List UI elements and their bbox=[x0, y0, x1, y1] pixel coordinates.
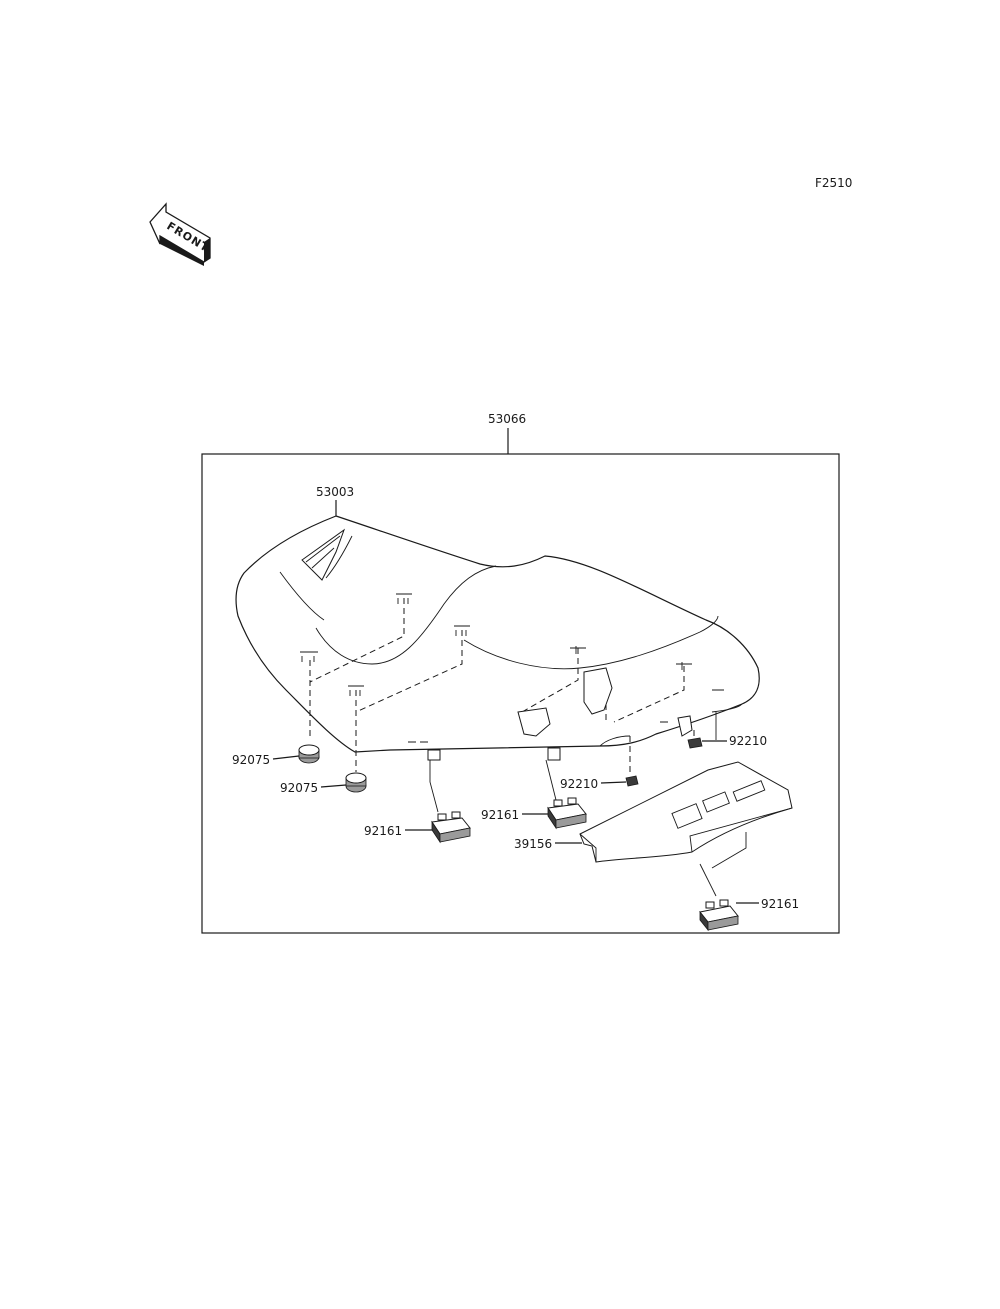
figure-code: F2510 bbox=[815, 176, 852, 190]
label-damper-right: 92161 bbox=[761, 897, 799, 911]
label-seat-cover: 53003 bbox=[316, 485, 354, 499]
seat-brackets bbox=[408, 667, 724, 761]
grommet-lower-icon bbox=[345, 772, 367, 793]
damper-right-icon bbox=[699, 899, 739, 932]
bottom-panel bbox=[579, 761, 793, 863]
damper-left-icon bbox=[431, 811, 471, 844]
nut-right-icon bbox=[687, 737, 703, 749]
label-damper-center: 92161 bbox=[481, 808, 519, 822]
leader-grommet-lower bbox=[320, 784, 347, 788]
leader-grommet-upper bbox=[272, 755, 300, 760]
front-arrow-icon: FRONT bbox=[149, 202, 211, 266]
nut-center-icon bbox=[625, 775, 639, 787]
label-bottom-panel: 39156 bbox=[514, 837, 552, 851]
label-nut-right: 92210 bbox=[729, 734, 767, 748]
seat-body bbox=[235, 515, 760, 753]
damper-center-icon bbox=[547, 797, 587, 830]
grommet-upper-icon bbox=[298, 744, 320, 764]
label-assembly: 53066 bbox=[488, 412, 526, 426]
leader-nut-center bbox=[600, 781, 627, 784]
fastener-guides bbox=[429, 712, 747, 897]
label-nut-center: 92210 bbox=[560, 777, 598, 791]
assembly-frame bbox=[201, 453, 840, 934]
label-damper-left: 92161 bbox=[364, 824, 402, 838]
label-grommet-upper: 92075 bbox=[232, 753, 270, 767]
label-grommet-lower: 92075 bbox=[280, 781, 318, 795]
mounting-guides bbox=[300, 593, 692, 772]
